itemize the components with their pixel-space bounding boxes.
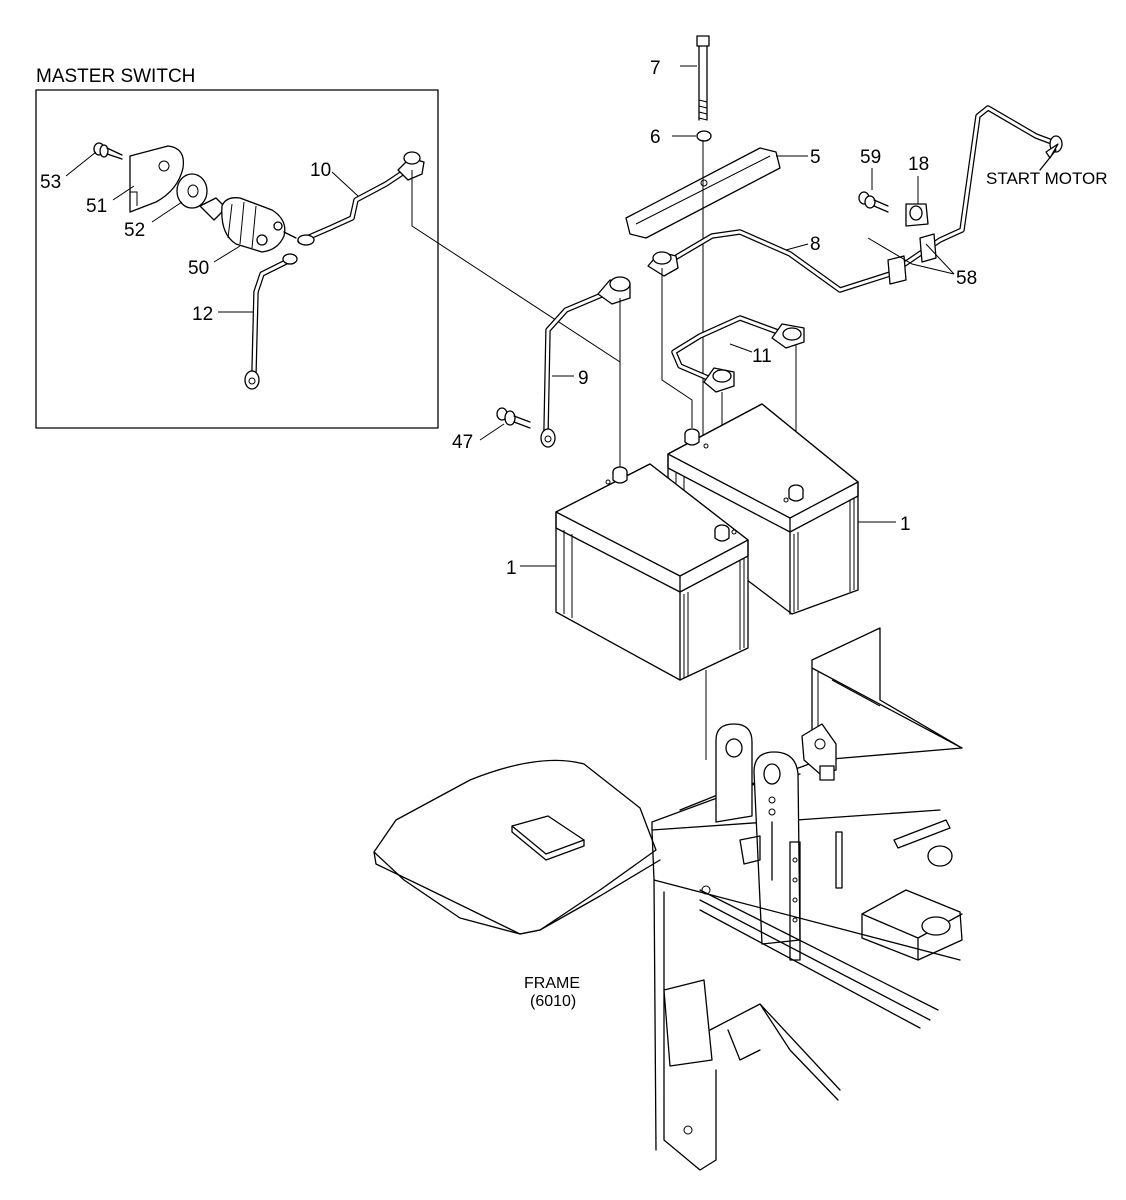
plate-51 xyxy=(129,145,185,213)
callout-8: 8 xyxy=(810,234,821,255)
cable-10 xyxy=(297,151,425,246)
cable-9 xyxy=(540,276,631,448)
callout-10: 10 xyxy=(310,160,331,181)
master-switch-inset: MASTER SWITCH xyxy=(35,66,439,429)
bolt-53 xyxy=(93,142,123,160)
callout-53: 53 xyxy=(40,172,61,193)
start-motor-label: START MOTOR xyxy=(986,169,1108,188)
callout-11: 11 xyxy=(752,346,772,367)
callout-6: 6 xyxy=(650,127,661,148)
callout-7: 7 xyxy=(650,58,661,79)
callout-51: 51 xyxy=(86,196,107,217)
frame-label-line2: (6010) xyxy=(530,993,576,1010)
bolt-47 xyxy=(496,407,531,429)
bracket-58 xyxy=(887,233,937,285)
battery-front xyxy=(555,463,749,681)
callout-1-left: 1 xyxy=(506,558,517,579)
arrow-head-icon xyxy=(1045,143,1059,159)
callout-9: 9 xyxy=(578,368,589,389)
master-switch-frame xyxy=(35,89,439,429)
frame-label-line1: FRAME xyxy=(524,975,580,992)
clamp-18 xyxy=(905,203,929,227)
bolt-7 xyxy=(696,35,710,121)
callout-47: 47 xyxy=(452,432,473,453)
cable-11 xyxy=(671,315,805,393)
callout-52: 52 xyxy=(124,220,145,241)
battery-rear xyxy=(667,403,859,615)
callout-5: 5 xyxy=(810,147,821,168)
switch-50 xyxy=(199,197,297,253)
cable-8 xyxy=(647,105,1063,293)
master-switch-title: MASTER SWITCH xyxy=(36,66,195,87)
cable-12 xyxy=(244,253,298,390)
callout-12: 12 xyxy=(192,304,213,325)
bolt-59 xyxy=(858,191,889,213)
washer-6 xyxy=(696,130,712,142)
callout-58: 58 xyxy=(956,268,977,289)
leader-inset-to-battery xyxy=(411,170,621,520)
washer-52 xyxy=(176,173,208,209)
frame-structure xyxy=(373,627,963,1171)
callout-18: 18 xyxy=(908,154,929,175)
leader-terminal-post xyxy=(661,268,693,428)
callout-50: 50 xyxy=(188,258,209,279)
callout-1-right: 1 xyxy=(900,514,911,535)
callout-59: 59 xyxy=(860,147,881,168)
